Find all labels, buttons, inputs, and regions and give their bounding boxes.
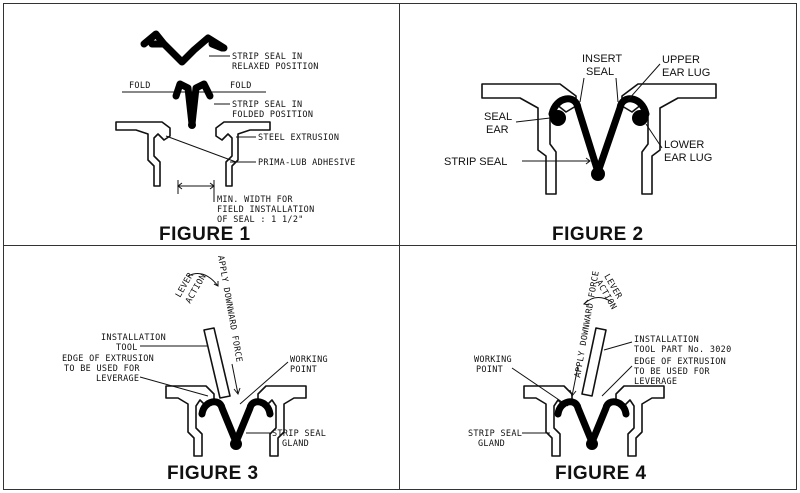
strip-seal-folded [172, 80, 214, 128]
figure-3-panel: APPLY DOWNWARD FORCE LEVER ACTION INSTAL… [3, 245, 400, 490]
strip-seal [554, 398, 630, 446]
label-tool-1: INSTALLATION [101, 333, 166, 343]
label-min-width-2: FIELD INSTALLATION [217, 205, 315, 215]
steel-extrusion-left [115, 121, 171, 187]
figure-4-panel: APPLY DOWNWARD FORCE LEVER ACTION INSTAL… [399, 245, 797, 490]
label-relaxed-1: STRIP SEAL IN [232, 52, 302, 62]
label-relaxed-2: RELAXED POSITION [232, 62, 319, 72]
figure-1-title: FIGURE 1 [159, 224, 251, 245]
label-working-2: POINT [290, 365, 317, 375]
label-edge-2: TO BE USED FOR [64, 364, 140, 374]
label-lower-ear-lug-2: EAR LUG [664, 152, 712, 164]
label-edge-3: LEVERAGE [96, 374, 139, 384]
label-lower-ear-lug-1: LOWER [664, 139, 704, 151]
extrusion-left [523, 385, 573, 457]
label-gland-1: STRIP SEAL [468, 429, 522, 439]
label-working-1: WORKING [290, 355, 328, 365]
label-gland-1: STRIP SEAL [272, 429, 326, 439]
figure-2-drawing: INSERT SEAL UPPER EAR LUG SEAL EAR LOWER… [444, 53, 717, 195]
label-tool-1: INSTALLATION [634, 335, 699, 345]
extrusion-right [615, 385, 665, 457]
label-strip-seal: STRIP SEAL [444, 156, 507, 168]
figure-4-drawing: APPLY DOWNWARD FORCE LEVER ACTION INSTAL… [468, 270, 732, 457]
installation-tool [203, 327, 231, 399]
figure-1-drawing: STRIP SEAL IN RELAXED POSITION FOLD FOLD… [115, 30, 356, 225]
label-tool-2: TOOL [116, 343, 138, 353]
label-tool-2: TOOL PART No. 3020 [634, 345, 732, 355]
figure-3-title: FIGURE 3 [167, 463, 259, 484]
label-working-1: WORKING [474, 355, 512, 365]
extrusion-left [165, 385, 215, 457]
label-folded-2: FOLDED POSITION [232, 110, 313, 120]
label-steel-extrusion: STEEL EXTRUSION [258, 133, 339, 143]
label-edge-1: EDGE OF EXTRUSION [62, 354, 154, 364]
label-edge-3: LEVERAGE [634, 377, 677, 387]
figure-2-title: FIGURE 2 [552, 224, 644, 245]
label-fold-right: FOLD [230, 81, 252, 91]
label-adhesive: PRIMA-LUB ADHESIVE [258, 158, 356, 168]
label-apply-force: APPLY DOWNWARD FORCE [215, 255, 244, 363]
label-min-width-1: MIN. WIDTH FOR [217, 195, 293, 205]
label-working-2: POINT [476, 365, 503, 375]
label-gland-2: GLAND [282, 439, 309, 449]
label-seal-ear-1: SEAL [484, 111, 512, 123]
label-min-width-3: OF SEAL : 1 1/2" [217, 215, 304, 225]
label-gland-2: GLAND [478, 439, 505, 449]
label-edge-1: EDGE OF EXTRUSION [634, 357, 726, 367]
label-seal-ear-2: EAR [486, 124, 509, 136]
strip-seal-relaxed [140, 30, 228, 66]
label-edge-2: TO BE USED FOR [634, 367, 710, 377]
steel-extrusion-right [215, 121, 271, 187]
figure-2-panel: INSERT SEAL UPPER EAR LUG SEAL EAR LOWER… [399, 3, 797, 246]
label-insert-seal-2: SEAL [586, 66, 614, 78]
figure-4-title: FIGURE 4 [555, 463, 647, 484]
figure-3-drawing: APPLY DOWNWARD FORCE LEVER ACTION INSTAL… [62, 255, 328, 457]
label-insert-seal-1: INSERT [582, 53, 622, 65]
figure-1-panel: STRIP SEAL IN RELAXED POSITION FOLD FOLD… [3, 3, 400, 246]
label-folded-1: STRIP SEAL IN [232, 100, 302, 110]
label-fold-left: FOLD [129, 81, 151, 91]
label-upper-ear-lug-2: EAR LUG [662, 67, 710, 79]
installation-tool [581, 327, 607, 397]
label-upper-ear-lug-1: UPPER [662, 54, 700, 66]
strip-seal [198, 398, 274, 446]
